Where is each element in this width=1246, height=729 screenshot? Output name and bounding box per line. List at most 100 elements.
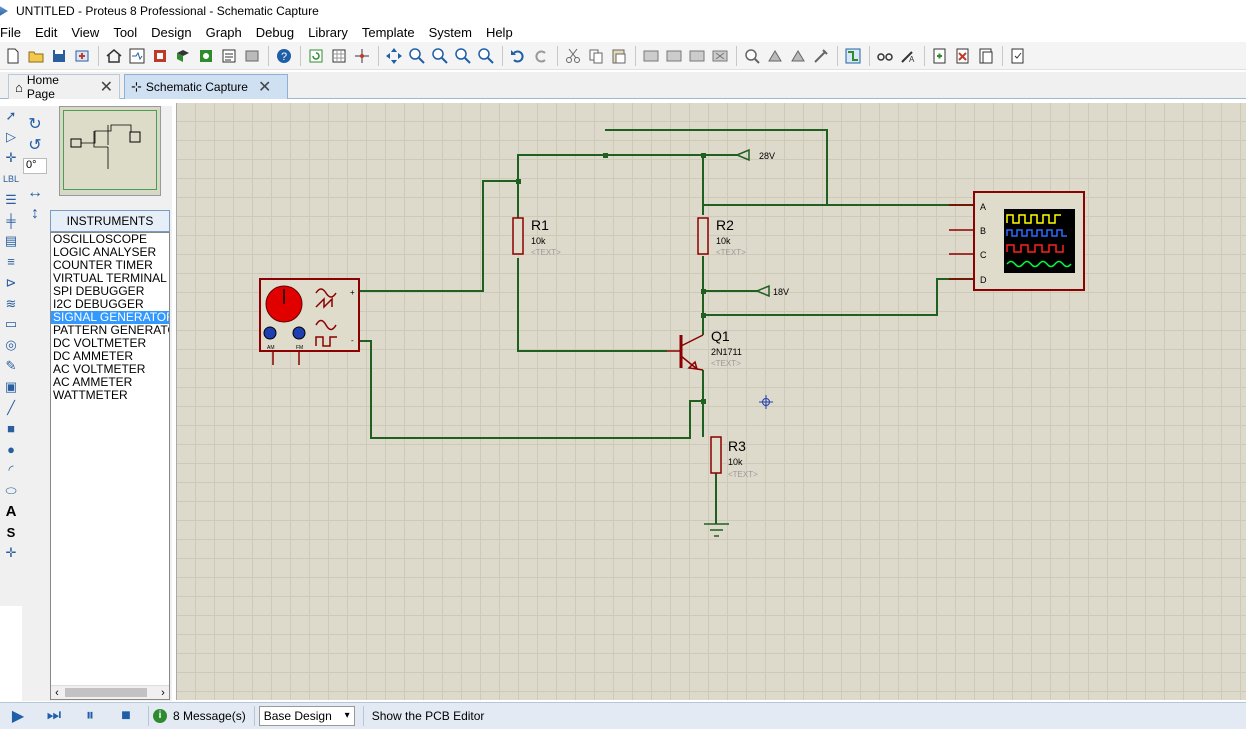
power-terminal-18v[interactable]: 18V [737,284,789,298]
menu-edit[interactable]: Edit [34,24,58,40]
stop-icon[interactable]: ■ [121,707,131,724]
wire-label-icon[interactable]: LBL [2,173,19,184]
list-item-wattmeter[interactable]: WATTMETER [53,389,128,402]
list-item-logic-analyser[interactable]: LOGIC ANALYSER [53,246,157,259]
menu-help[interactable]: Help [485,24,513,40]
new-sheet-icon[interactable] [929,45,951,67]
open-folder-icon[interactable] [25,45,47,67]
pcb-icon[interactable] [149,45,171,67]
list-item-ac-ammeter[interactable]: AC AMMETER [53,376,133,389]
power-terminal-28v[interactable]: 28V [703,148,775,162]
menu-tool[interactable]: Tool [113,24,138,40]
symbol-icon[interactable]: S [6,524,16,540]
zoom-in-icon[interactable] [406,45,428,67]
mirror-y-icon[interactable]: ↕ [31,205,39,222]
messages-indicator[interactable]: i 8 Message(s) [153,709,246,723]
list-item-i2c-debugger[interactable]: I2C DEBUGGER [53,298,144,311]
list-item-virtual-terminal[interactable]: VIRTUAL TERMINAL [53,272,167,285]
rotate-clockwise-icon[interactable]: ↻ [28,116,42,133]
menu-design[interactable]: Design [151,24,192,40]
pan-icon[interactable] [383,45,405,67]
menu-library[interactable]: Library [308,24,348,40]
box-icon[interactable]: ■ [7,420,15,436]
list-item-counter-timer[interactable]: COUNTER TIMER [53,259,153,272]
new-file-icon[interactable] [2,45,24,67]
notes-icon[interactable] [241,45,263,67]
import-icon[interactable] [71,45,93,67]
save-icon[interactable] [48,45,70,67]
menu-view[interactable]: View [71,24,100,40]
junction-icon[interactable]: ✛ [5,149,17,165]
goto-sheet-icon[interactable] [975,45,997,67]
list-item-signal-generator[interactable]: SIGNAL GENERATOR [51,311,169,324]
search-icon[interactable] [874,45,896,67]
redo-icon[interactable] [530,45,552,67]
instrument-icon[interactable]: ▣ [4,378,18,394]
close-icon[interactable]: ✕ [99,79,113,96]
zoom-out-icon[interactable] [429,45,451,67]
instruments-list[interactable]: OSCILLOSCOPE LOGIC ANALYSER COUNTER TIME… [50,232,170,700]
list-item-spi-debugger[interactable]: SPI DEBUGGER [53,285,145,298]
menu-file[interactable]: File [0,24,21,40]
pick-parts-icon[interactable] [741,45,763,67]
block-delete-icon[interactable] [709,45,731,67]
rotation-angle-field[interactable]: 0° [23,158,47,174]
list-item-pattern-generator[interactable]: PATTERN GENERATOR [53,324,169,337]
make-device-icon[interactable] [764,45,786,67]
refresh-icon[interactable] [305,45,327,67]
play-icon[interactable]: ▶ [11,708,25,725]
path-icon[interactable]: ⬭ [5,482,17,498]
tab-home-page[interactable]: ⌂ Home Page ✕ [8,73,120,101]
component-icon[interactable]: ▷ [6,129,16,145]
list-item-oscilloscope[interactable]: OSCILLOSCOPE [53,233,148,246]
bom-icon[interactable] [218,45,240,67]
text-icon[interactable]: A [5,503,17,521]
resistor-r1[interactable]: R1 10k <TEXT> [512,217,561,257]
mirror-x-icon[interactable]: ↔ [27,184,43,201]
tape-icon[interactable]: ▭ [4,316,18,332]
menu-template[interactable]: Template [361,24,415,40]
circle-icon[interactable]: ● [7,441,15,457]
block-rotate-icon[interactable] [686,45,708,67]
packaging-icon[interactable] [787,45,809,67]
text-script-icon[interactable]: ☰ [5,191,17,207]
step-icon[interactable]: ⏭ [46,707,62,724]
block-copy-icon[interactable] [640,45,662,67]
resistor-r2[interactable]: R2 10k <TEXT> [697,217,746,257]
menu-system[interactable]: System [428,24,472,40]
zoom-fit-icon[interactable] [452,45,474,67]
resistor-r3[interactable]: R3 10k <TEXT> [710,436,758,479]
arc-icon[interactable]: ◜ [8,461,14,477]
undo-icon[interactable] [507,45,529,67]
oscilloscope[interactable]: A B C D [949,191,1085,291]
zoom-area-icon[interactable] [475,45,497,67]
rotate-anticlockwise-icon[interactable]: ↺ [28,137,42,154]
menu-graph[interactable]: Graph [205,24,242,40]
generator-icon[interactable]: ◎ [5,337,17,353]
list-item-dc-voltmeter[interactable]: DC VOLTMETER [53,337,147,350]
scroll-thumb[interactable] [65,688,147,697]
probe-icon[interactable]: ✎ [5,357,17,373]
design-variant-select[interactable]: Base Design ▾ [258,706,355,726]
schematic-icon[interactable] [126,45,148,67]
list-item-dc-ammeter[interactable]: DC AMMETER [53,350,134,363]
home-icon[interactable] [103,45,125,67]
property-assign-icon[interactable]: A [897,45,919,67]
pin-icon[interactable]: ⊳ [5,274,17,290]
menu-debug[interactable]: Debug [255,24,295,40]
scroll-left-icon[interactable]: ‹ [55,687,59,699]
subcircuit-icon[interactable]: ▤ [4,233,18,249]
gerber-icon[interactable] [195,45,217,67]
bus-icon[interactable]: ╪ [6,212,16,228]
graph-icon[interactable]: ≋ [5,295,17,311]
signal-generator[interactable]: AM FM + - [259,278,360,365]
close-icon[interactable]: ✕ [257,79,272,96]
block-move-icon[interactable] [663,45,685,67]
remove-sheet-icon[interactable] [952,45,974,67]
origin-icon[interactable] [351,45,373,67]
overview-window[interactable] [59,106,161,196]
cut-icon[interactable] [562,45,584,67]
grid-icon[interactable] [328,45,350,67]
decompose-icon[interactable] [810,45,832,67]
wire-autorouter-icon[interactable] [842,45,864,67]
